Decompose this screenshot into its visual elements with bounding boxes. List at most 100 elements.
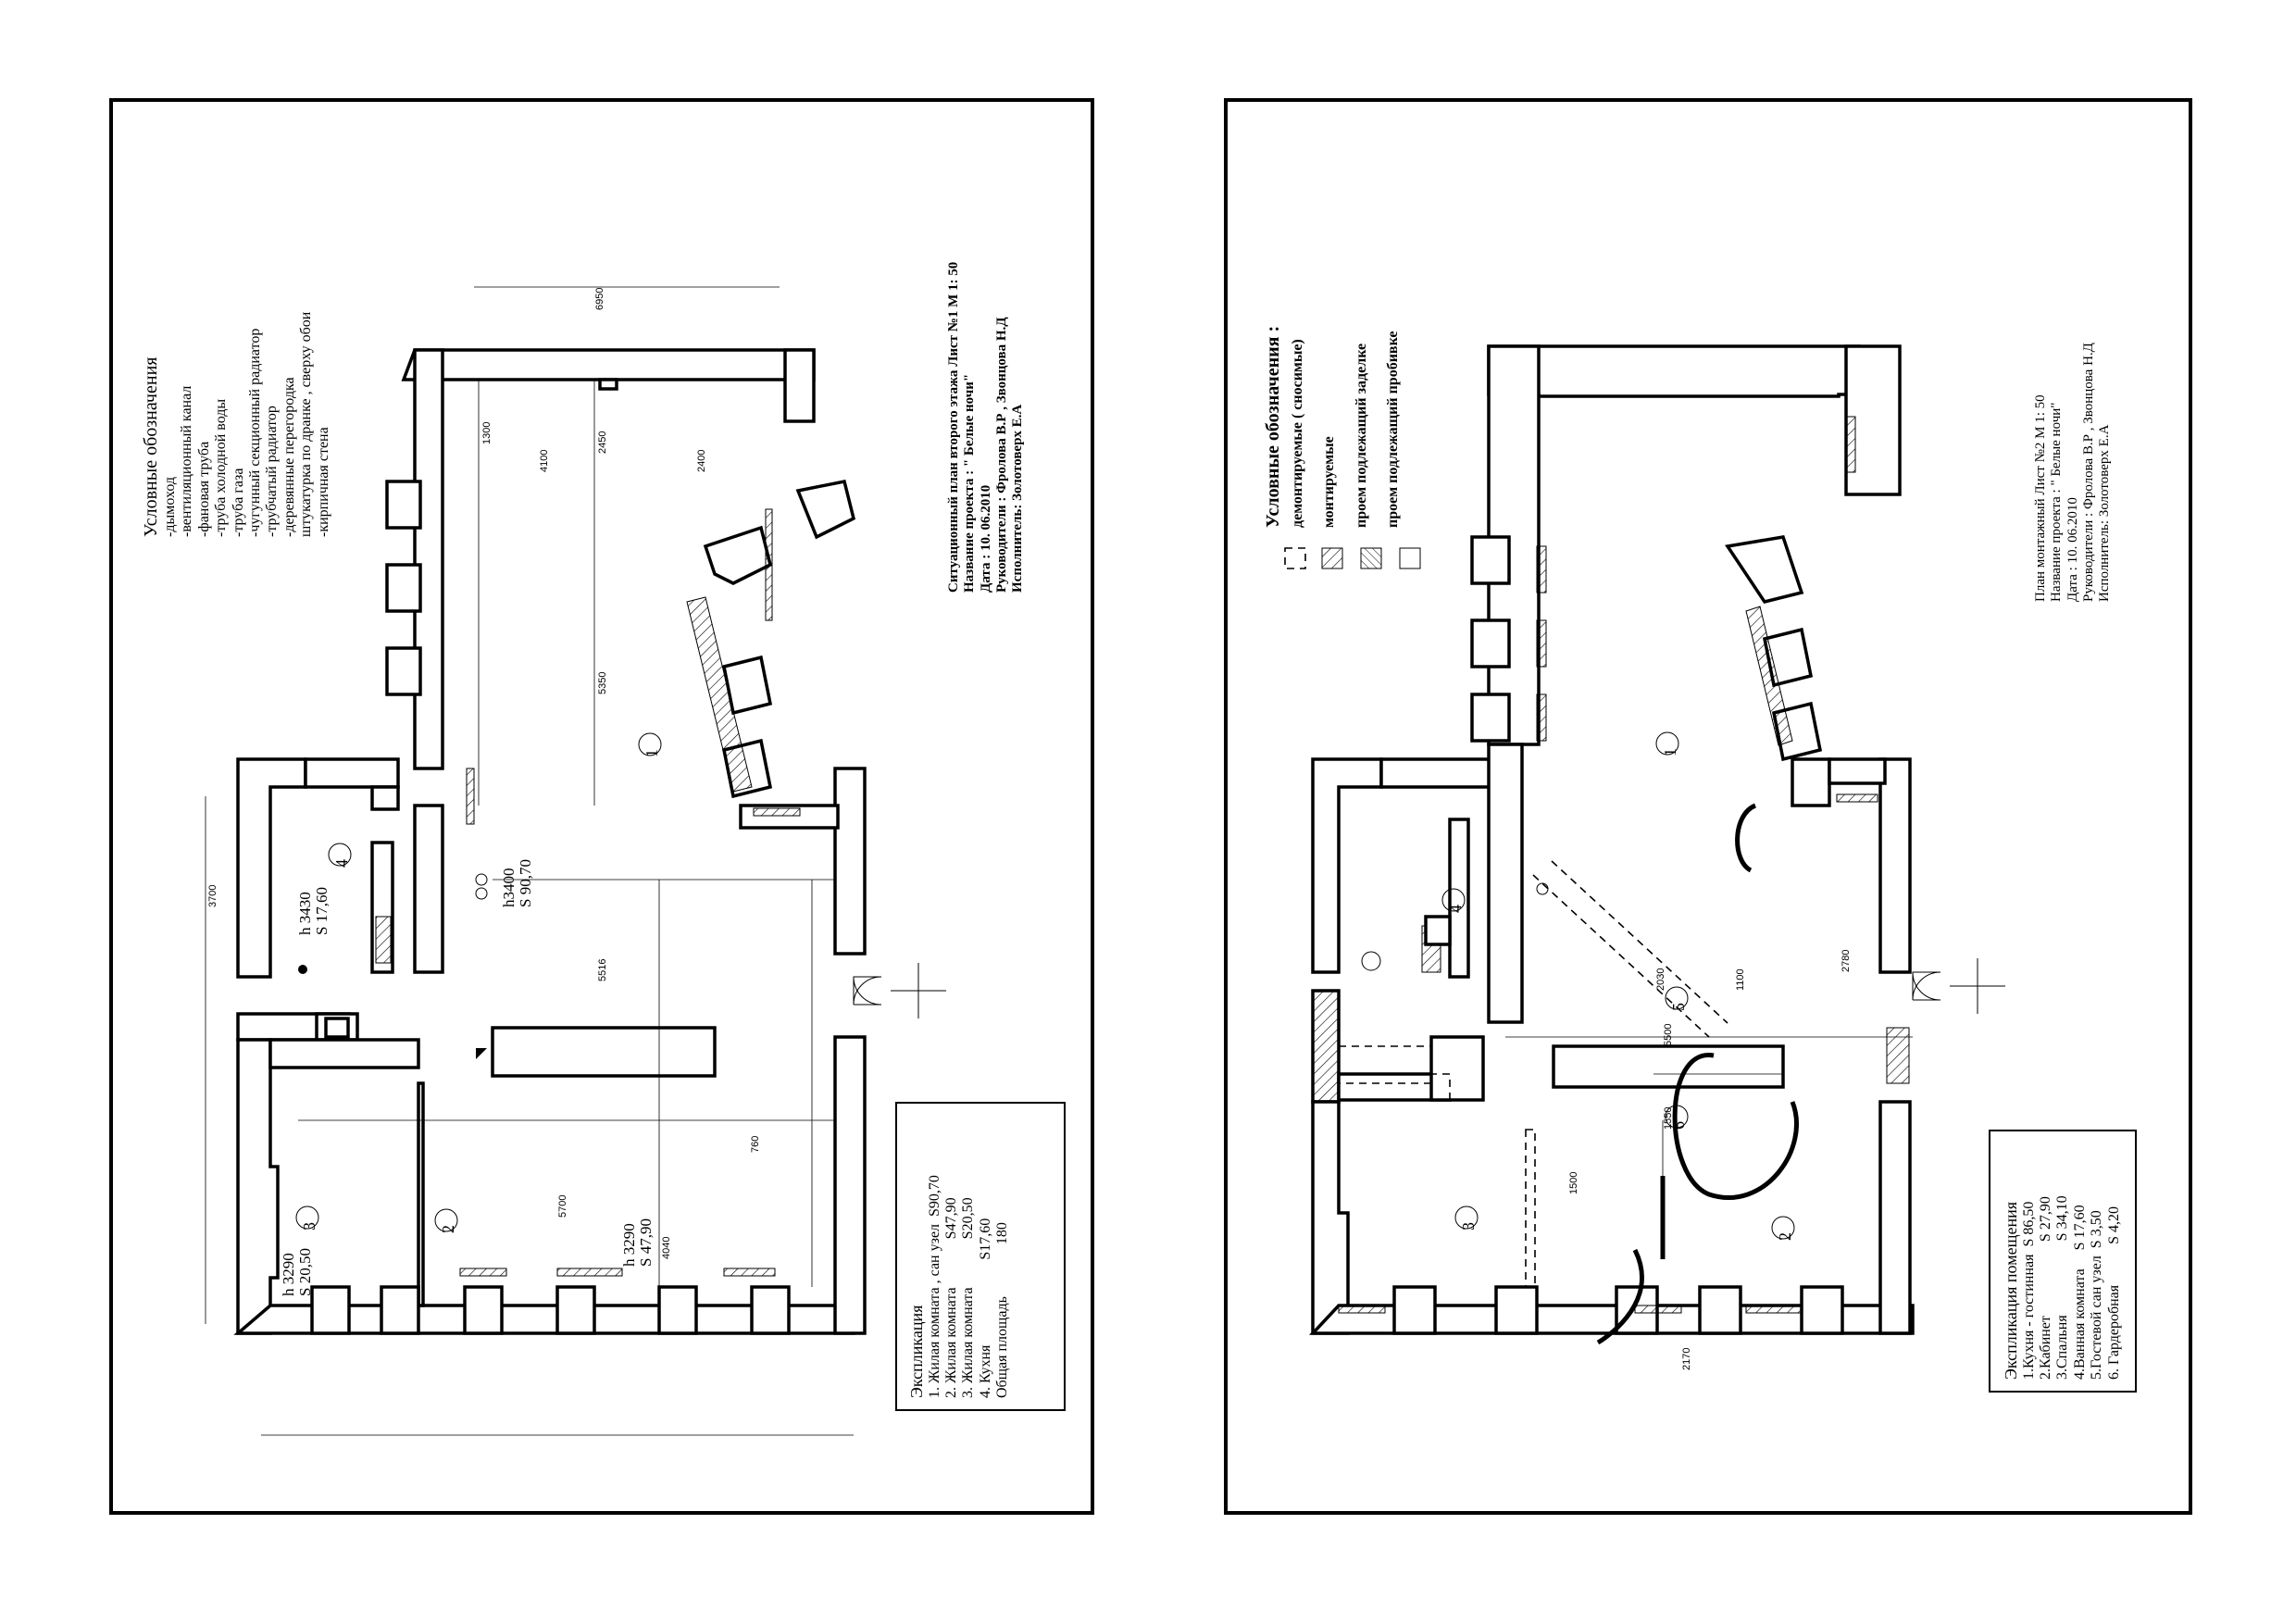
pier [555, 1285, 596, 1335]
legend-title: Условные обозначения [141, 356, 161, 537]
demolish-partition [1525, 1129, 1536, 1306]
dim-label: 2780 [1841, 949, 1852, 972]
explication-2: Экспликация помещения 1.Кухня - гостинна… [2002, 1195, 2123, 1380]
dim-label: 5500 [1663, 1023, 1674, 1046]
pier [1470, 535, 1511, 585]
author: Исполнитель: Золотоверх Е.А [1010, 404, 1025, 593]
wall-bay [703, 525, 773, 585]
room-3-marker [1454, 1206, 1479, 1230]
mounted-element [1536, 619, 1547, 668]
sheet-2-assembly-plan: 1 2 3 4 5 6 1500 2030 1100 5500 1550 278… [1224, 98, 2192, 1515]
legend-title: Условные обозначения : [1263, 325, 1283, 528]
room-2-number: 2 [1776, 1232, 1794, 1241]
pier [1392, 1285, 1437, 1335]
dim-label: 1100 [1735, 968, 1746, 991]
room-4-marker [328, 843, 352, 867]
close-opening-swatch [1360, 547, 1382, 569]
room-2-marker [1771, 1216, 1795, 1240]
demolish-wall [1338, 1045, 1432, 1084]
water-pipe-icon [475, 873, 488, 886]
explication-row: 5.Гостевой сан узел S 3,50 [2089, 1210, 2105, 1380]
wall-upper-right [783, 348, 816, 423]
vent-box [1424, 915, 1452, 946]
dim-label: 4100 [539, 449, 550, 472]
title-line: Ситуационный план второго этажа Лист №1 … [946, 261, 961, 593]
dim-label: 3700 [207, 884, 218, 907]
demolish-wall [1338, 1073, 1451, 1101]
explication-row: 4.Ванная комната S 17,60 [2071, 1205, 2088, 1380]
pier [385, 480, 422, 530]
wall-lower-east [1878, 1100, 1912, 1335]
wall-kitchen-top [304, 757, 400, 789]
dim-label: 5350 [597, 671, 608, 694]
door-swing [1912, 971, 1941, 1001]
radiator [686, 596, 753, 793]
door-swing [853, 976, 882, 1006]
room-1-height: h3400 [500, 868, 518, 908]
floor-plan-1 [205, 286, 946, 1436]
mounted-element [1536, 693, 1547, 742]
explication-row: 6. Гардеробная S 4,20 [2105, 1206, 2122, 1380]
legend-brick-wall: -кирпичная стена [315, 427, 331, 537]
explication-title: Экспликация помещения [2002, 1202, 2020, 1380]
room-3-height: h 3290 [280, 1253, 297, 1296]
dim-label: 6950 [594, 287, 605, 310]
wall-north [1487, 344, 1861, 398]
explication-row: 3.Спальня S 34,10 [2054, 1195, 2071, 1380]
water-pipe-icon [1536, 882, 1549, 895]
dim-label: 2030 [1655, 968, 1666, 991]
floor-plan-2 [1308, 344, 2005, 1345]
wall-lower-east [833, 1035, 867, 1335]
demolish-swatch [1284, 547, 1306, 569]
wall-lower-outer [1311, 1100, 1350, 1335]
pier [310, 1285, 351, 1335]
dim-label: 2400 [696, 449, 707, 472]
room-2-marker [434, 1208, 458, 1232]
legend-water-pipe: -труба холодной воды [213, 398, 230, 537]
mounted-swatch [1321, 547, 1343, 569]
title-line: План монтажный Лист №2 М 1: 50 [2033, 394, 2048, 602]
wall-bay [795, 479, 856, 540]
wall-north [401, 348, 816, 381]
chimney-icon [476, 1048, 487, 1059]
mounted-element [1886, 1027, 1910, 1084]
wall-kitchen-pier [370, 785, 400, 811]
explication-title: Экспликация [907, 1305, 926, 1398]
demolish-duct [1551, 860, 1728, 1024]
explication-row: 2. Жилая комната S47,90 [943, 1197, 960, 1398]
date: Дата : 10. 06.2010 [2065, 497, 2080, 602]
legend-tube-radiator: -трубчатый радиатор [264, 406, 281, 537]
room-2-number: 2 [439, 1225, 457, 1233]
legend-1: Условные обозначения -дымоход -вентиляци… [141, 306, 332, 537]
mounted-element [1536, 545, 1547, 593]
pier [463, 1285, 504, 1335]
pier [1470, 618, 1511, 668]
project-name: Название проекта : " Белые ночи" [962, 373, 978, 593]
explication-1: Экспликация 1. Жилая комната , сан узел … [907, 1175, 1012, 1398]
room-3-area: S 20,50 [296, 1248, 314, 1296]
dim-label: 2450 [597, 431, 608, 454]
room-1-marker [1655, 731, 1679, 756]
wall-kitchen-right [413, 804, 444, 974]
room-3-marker [295, 1206, 319, 1230]
room-4-number: 4 [1446, 905, 1465, 913]
pier [1470, 693, 1511, 743]
room-3-number: 3 [300, 1222, 318, 1230]
pier [385, 563, 422, 613]
pier [385, 646, 422, 696]
sheet-1-situation-plan: 1 h3400 S 90,70 2 h 3290 S 47,90 3 h 329… [109, 98, 1094, 1515]
room-6-marker [1665, 1105, 1689, 1129]
legend-vent: -вентиляционный канал [179, 385, 195, 537]
room-4-area: S 17,60 [313, 887, 331, 935]
wall-east [1878, 757, 1912, 974]
pier [1494, 1285, 1539, 1335]
pier [657, 1285, 698, 1335]
gas-pipe-icon [298, 965, 307, 974]
radiator [765, 508, 773, 621]
wall-room4 [1311, 757, 1383, 974]
door-swing [1912, 971, 1941, 1001]
pier [1698, 1285, 1742, 1335]
room-1-number: 1 [1661, 748, 1679, 756]
dim-label: 2170 [1681, 1347, 1692, 1370]
pier [380, 1285, 420, 1335]
